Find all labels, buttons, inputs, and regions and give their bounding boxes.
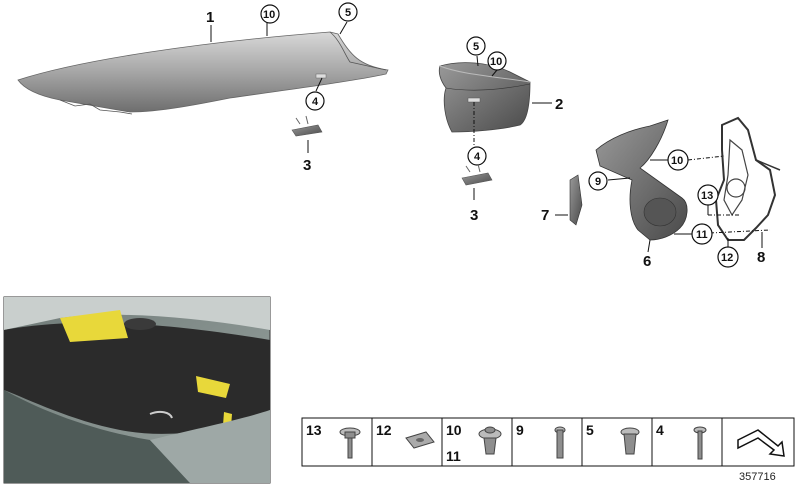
leader-10-right-axis — [687, 155, 725, 161]
callout-10-right: 10 — [671, 155, 683, 167]
callout-13-right: 13 — [701, 190, 713, 202]
callout-5-top-circle — [338, 2, 358, 22]
clip-nut-icon — [478, 426, 502, 455]
fastener-table — [301, 417, 795, 467]
fastener-label: 13 — [306, 422, 322, 438]
pan-screw-icon — [693, 426, 707, 460]
callout-11-right-circle — [691, 223, 713, 245]
leader-6 — [647, 239, 651, 253]
callout-4-left: 4 — [312, 96, 319, 108]
callout-12-right-circle — [717, 246, 739, 268]
callout-4-mid-circle — [467, 146, 487, 166]
fastener-cells: 13 12 10 11 9 5 4 — [306, 418, 785, 466]
callout-13-right-circle — [697, 184, 719, 206]
screw-icon — [554, 426, 566, 459]
callout-5-top: 5 — [345, 7, 351, 19]
small-bracket-part — [569, 174, 583, 226]
trim-panel-part — [438, 62, 531, 133]
callout-10-right-circle — [667, 149, 689, 171]
callout-8: 8 — [757, 249, 765, 266]
vehicle-interior-inset — [3, 296, 271, 484]
callout-10-mid: 10 — [490, 56, 502, 68]
callout-5-mid-circle — [466, 36, 486, 56]
callout-10-top: 10 — [263, 9, 275, 21]
leader-4-left — [315, 77, 323, 92]
headliner-trim-part — [17, 31, 389, 115]
expanding-rivet-icon — [620, 427, 640, 455]
callout-5-mid: 5 — [473, 41, 479, 53]
callout-7: 7 — [541, 207, 549, 224]
fastener-label: 5 — [586, 422, 594, 438]
callout-1: 1 — [206, 9, 214, 26]
callout-4-mid: 4 — [474, 151, 481, 163]
callout-10-mid-circle — [487, 51, 507, 71]
leader-9-right — [607, 177, 631, 181]
collar-screw-icon — [339, 427, 361, 459]
leader-5-top — [339, 21, 348, 35]
callout-3-mid: 3 — [470, 207, 478, 224]
callout-3-left: 3 — [303, 157, 311, 174]
cover-mid-part — [461, 163, 493, 186]
leader-10-mid — [491, 69, 498, 77]
fastener-label: 9 — [516, 422, 524, 438]
diagram-id: 357716 — [739, 471, 776, 483]
leader-5-mid — [476, 55, 479, 67]
callout-11-right: 11 — [696, 229, 708, 241]
fastener-label: 10 — [446, 422, 462, 438]
callout-9-right-circle — [588, 171, 608, 191]
callout-9-right: 9 — [595, 176, 601, 188]
support-part — [595, 119, 688, 241]
fastener-label: 4 — [656, 422, 664, 438]
cover-left-part — [291, 115, 323, 137]
arrow-symbol-icon — [737, 429, 785, 457]
frame-part — [714, 116, 781, 241]
fastener-label-2: 11 — [446, 448, 461, 464]
callout-2: 2 — [555, 96, 563, 113]
spring-nut-icon — [405, 431, 435, 449]
leader-11-axis — [709, 229, 771, 234]
fastener-label: 12 — [376, 422, 392, 438]
callout-10-top-circle — [260, 4, 280, 24]
callout-4-left-circle — [305, 91, 325, 111]
callout-6: 6 — [643, 253, 651, 270]
callout-12-right: 12 — [721, 252, 733, 264]
